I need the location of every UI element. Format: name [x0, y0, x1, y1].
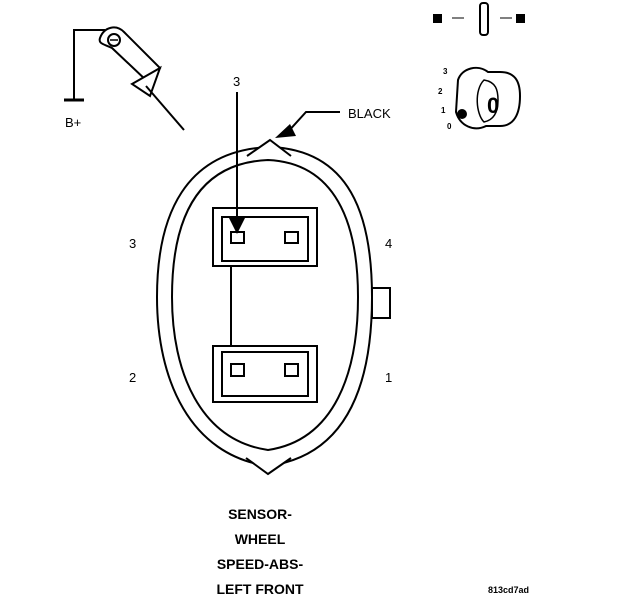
- key-position-2: 2: [438, 87, 443, 96]
- test-light-probe-icon: [64, 26, 185, 131]
- connector-body: [155, 138, 391, 476]
- ignition-switch-icon: [454, 66, 522, 130]
- wire-color-leader: [275, 111, 340, 138]
- caption-line-4: LEFT FRONT: [216, 581, 304, 597]
- diagram-caption: SENSOR- WHEEL SPEED-ABS- LEFT FRONT: [150, 502, 370, 602]
- key-selected-position: 0: [487, 93, 499, 118]
- battery-label: B+: [65, 115, 81, 130]
- pin-label-4: 4: [385, 236, 392, 251]
- key-position-1: 1: [441, 106, 446, 115]
- key-position-0: 0: [447, 122, 452, 131]
- pin-label-1: 1: [385, 370, 392, 385]
- caption-line-2: WHEEL: [234, 531, 286, 547]
- key-position-3: 3: [443, 67, 448, 76]
- figure-code: 813cd7ad: [488, 585, 530, 595]
- terminal-block-upper: [212, 207, 318, 267]
- ignition-off-icon: [433, 2, 525, 36]
- caption-line-3: SPEED-ABS-: [216, 556, 304, 572]
- wire-color-label: BLACK: [348, 106, 391, 121]
- caption-line-1: SENSOR-: [228, 506, 292, 522]
- terminal-block-lower: [212, 345, 318, 403]
- callout-terminal-number: 3: [233, 74, 240, 89]
- pin-label-3: 3: [129, 236, 136, 251]
- terminal-3-arrow: [229, 92, 245, 234]
- pin-label-2: 2: [129, 370, 136, 385]
